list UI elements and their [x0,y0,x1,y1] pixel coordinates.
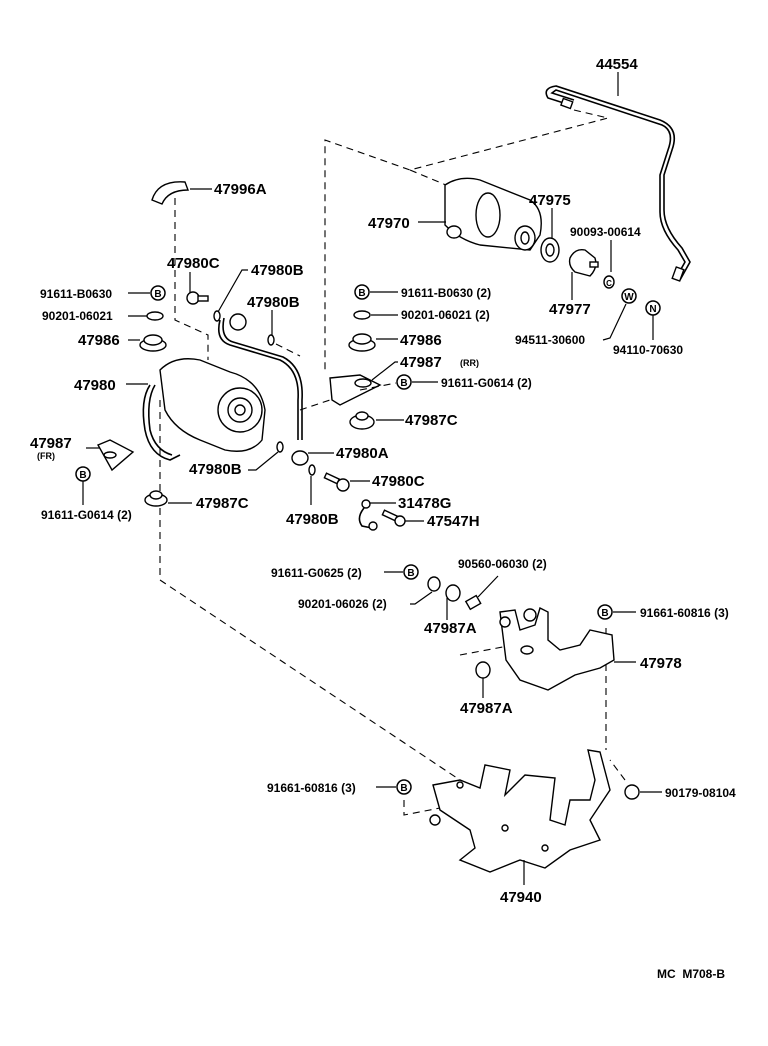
bolt-47980C-top[interactable] [186,272,209,305]
pipe-44554[interactable] [545,72,691,282]
oring-47980B-1[interactable] [213,269,248,322]
label-94110-70630[interactable]: 94110-70630 [613,343,683,357]
label-90560-06030[interactable]: 90560-06030 (2) [458,557,547,571]
part-47975[interactable] [540,208,560,263]
bolt-badge-text: B [400,783,407,794]
label-91611-B0630-left[interactable]: 91611-B0630 [40,287,112,301]
part-47996A[interactable] [151,181,212,205]
label-47978[interactable]: 47978 [640,655,682,672]
bolt-badge-text: B [154,289,161,300]
spacer-90560-06030[interactable] [464,575,499,611]
bolt-47547H[interactable] [381,509,424,527]
label-47980B-1[interactable]: 47980B [251,262,304,279]
oring-47980B-4[interactable] [308,464,316,505]
label-91611-G0625[interactable]: 91611-G0625 (2) [271,566,362,580]
washer-90201-06021-right[interactable] [353,310,398,320]
collar-47987A-1[interactable] [445,584,461,620]
bolt-badge-text: B [601,608,608,619]
label-47980B-3[interactable]: 47980B [189,461,242,478]
washer-badge-text: W [624,292,634,303]
actuator-47970[interactable] [418,177,542,251]
badge-bolt-right: B [354,284,398,300]
bracket-47978[interactable] [499,606,636,691]
label-47987-fr-note: (FR) [37,451,55,461]
label-31478G[interactable]: 31478G [398,495,451,512]
label-47980B-4[interactable]: 47980B [286,511,339,528]
label-90201-06021-right[interactable]: 90201-06021 (2) [401,308,490,322]
bracket-47987-rr[interactable] [329,361,398,406]
label-47975[interactable]: 47975 [529,192,571,209]
bolt-badge-text: B [79,470,86,481]
nut-90179-08104[interactable] [624,784,662,800]
label-47547H[interactable]: 47547H [427,513,480,530]
badge-bolt-60816-left: B [376,779,412,795]
label-47987C-left[interactable]: 47987C [196,495,249,512]
bolt-badge-text: B [400,378,407,389]
label-47980C-top[interactable]: 47980C [167,255,220,272]
label-47980[interactable]: 47980 [74,377,116,394]
grommet-47987C-left[interactable] [144,490,192,507]
label-47987-fr[interactable]: 47987 [30,435,72,452]
washer-90201-06021-left[interactable] [128,311,164,321]
label-90093-00614[interactable]: 90093-00614 [570,225,641,239]
badge-bolt-60816-right: B [597,604,636,620]
label-90201-06026[interactable]: 90201-06026 (2) [298,597,387,611]
grommet-47986-right[interactable] [348,333,398,352]
label-47980A[interactable]: 47980A [336,445,389,462]
label-91661-60816-left[interactable]: 91661-60816 (3) [267,781,356,795]
pump-47980[interactable] [126,313,309,466]
part-labels: 44554 47996A 47970 47975 90093-00614 479… [30,56,736,981]
assembly-guide-lines [159,109,626,816]
label-47986-left[interactable]: 47986 [78,332,120,349]
badge-bolt-fr: B [75,466,91,505]
bolt-badge-text: B [358,288,365,299]
badge-nut: N [645,300,661,340]
label-47987-rr[interactable]: 47987 [400,354,442,371]
part-47977[interactable] [568,248,599,300]
bracket-47940[interactable] [429,749,611,885]
label-91611-G0614-right[interactable]: 91611-G0614 (2) [441,376,532,390]
clip-badge-text: C [606,279,612,288]
collar-47987A-2[interactable] [475,661,491,698]
washer-90201-06026[interactable] [410,576,441,605]
label-47970[interactable]: 47970 [368,215,410,232]
bolt-badge-text: B [407,568,414,579]
label-47987A-1[interactable]: 47987A [424,620,477,637]
oring-47980B-3[interactable] [248,441,284,471]
nut-badge-text: N [649,304,656,315]
label-47980C-bottom[interactable]: 47980C [372,473,425,490]
diagram-code: MC M708-B [657,967,725,981]
label-90179-08104[interactable]: 90179-08104 [665,786,736,800]
label-47940[interactable]: 47940 [500,889,542,906]
label-47987-rr-note: (RR) [460,358,479,368]
label-47987A-2[interactable]: 47987A [460,700,513,717]
label-47980B-2[interactable]: 47980B [247,294,300,311]
label-47987C-right[interactable]: 47987C [405,412,458,429]
part-90093-00614[interactable] [603,240,615,289]
label-91661-60816-right[interactable]: 91661-60816 (3) [640,606,729,620]
bolt-47980C-bottom[interactable] [323,472,370,492]
label-90201-06021-left[interactable]: 90201-06021 [42,309,113,323]
grommet-47986-left[interactable] [128,334,167,352]
label-91611-G0614-left[interactable]: 91611-G0614 (2) [41,508,132,522]
grommet-47987C-right[interactable] [349,411,404,430]
badge-bolt-rr: B [359,374,438,391]
label-47977[interactable]: 47977 [549,301,591,318]
label-47996A[interactable]: 47996A [214,181,267,198]
hose-31478G[interactable] [358,499,396,531]
oring-47980B-2[interactable] [267,310,301,357]
label-91611-B0630-right[interactable]: 91611-B0630 (2) [401,286,491,300]
bracket-47987-fr[interactable] [86,439,135,472]
label-94511-30600[interactable]: 94511-30600 [515,333,585,347]
label-44554[interactable]: 44554 [596,56,638,73]
clip-icon: C [606,279,612,288]
badge-bolt-g0625: B [384,564,419,580]
badge-bolt-left: B [128,285,166,301]
badge-washer: W [602,288,637,341]
label-47986-right[interactable]: 47986 [400,332,442,349]
